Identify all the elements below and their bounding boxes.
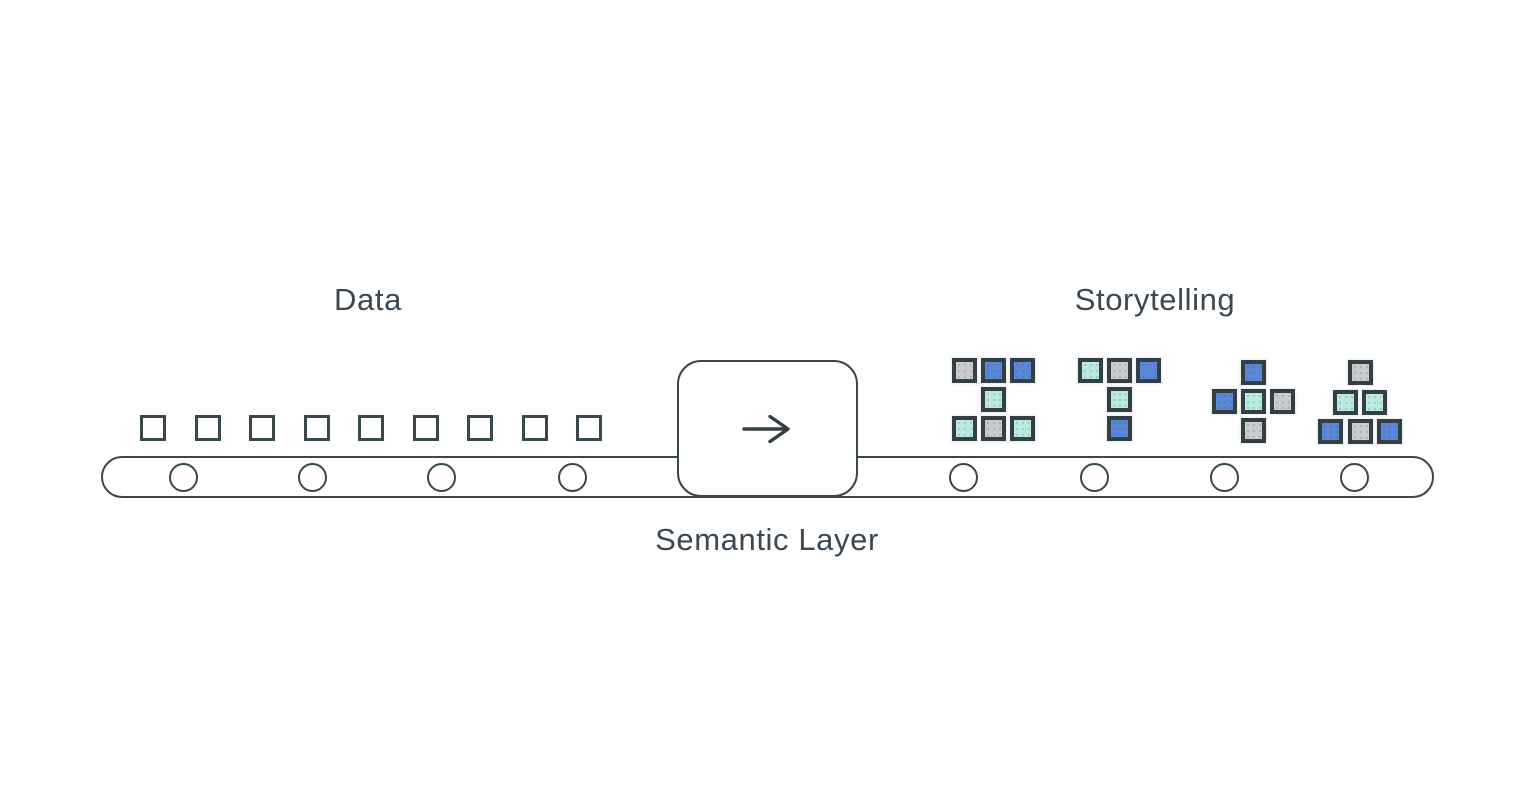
story-block-blue <box>1318 419 1343 444</box>
raw-data-square <box>576 415 602 441</box>
raw-data-square <box>521 415 548 441</box>
belt-roller <box>1209 462 1239 492</box>
story-block-gray <box>1347 419 1373 444</box>
raw-data-square <box>467 415 493 441</box>
story-block-blue <box>981 358 1006 383</box>
storytelling-label: Storytelling <box>1074 282 1236 317</box>
story-block-gray <box>952 358 977 383</box>
story-block-blue <box>1136 358 1161 383</box>
arrow-right-icon <box>741 414 790 443</box>
story-block-blue <box>1010 358 1035 383</box>
raw-data-square <box>140 415 166 441</box>
belt-roller <box>1339 462 1369 492</box>
semantic-layer-label: Semantic Layer <box>655 522 879 557</box>
story-block-gray <box>1107 358 1132 383</box>
story-block-cyan <box>952 416 977 441</box>
belt-roller <box>168 462 198 492</box>
story-block-cyan <box>1078 358 1103 383</box>
story-block-gray <box>1241 418 1266 443</box>
raw-data-square <box>412 415 439 441</box>
story-block-blue <box>1241 360 1266 385</box>
raw-data-square <box>249 415 275 441</box>
story-block-gray <box>1347 360 1373 385</box>
story-block-blue <box>1107 416 1132 441</box>
story-block-cyan <box>1010 416 1035 441</box>
data-label: Data <box>334 282 402 317</box>
story-block-cyan <box>1332 389 1358 415</box>
story-block-cyan <box>1362 389 1388 415</box>
semantic-layer-box <box>677 360 858 497</box>
story-block-cyan <box>981 387 1006 412</box>
belt-roller <box>297 462 327 492</box>
belt-roller <box>1079 462 1109 492</box>
belt-roller <box>948 462 978 492</box>
raw-data-square <box>194 415 221 441</box>
story-block-blue <box>1212 389 1237 414</box>
story-block-gray <box>1270 389 1295 414</box>
story-block-gray <box>981 416 1006 441</box>
story-block-cyan <box>1107 387 1132 412</box>
story-block-cyan <box>1241 389 1266 414</box>
raw-data-square <box>303 415 330 441</box>
belt-roller <box>426 462 456 492</box>
belt-roller <box>557 462 587 492</box>
raw-data-square <box>358 415 384 441</box>
story-block-blue <box>1377 419 1402 444</box>
